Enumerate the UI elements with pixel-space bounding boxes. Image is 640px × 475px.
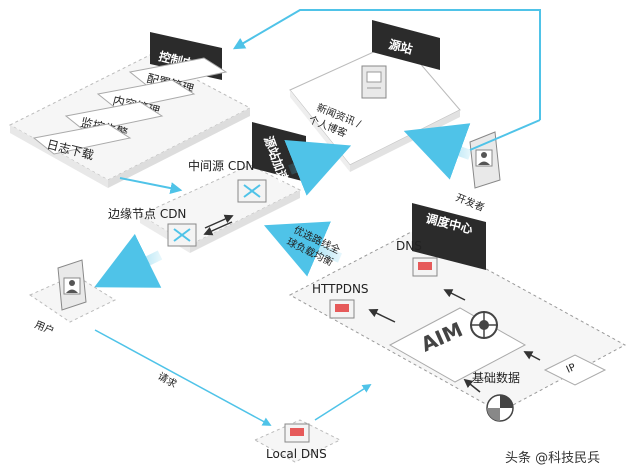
- scheduling-panel: 调度中心 DNS HTTPDNS AIM: [288, 203, 627, 422]
- user-panel: 用户: [28, 259, 117, 338]
- request-label: 请求: [156, 369, 180, 390]
- network-node-icon: [237, 179, 267, 203]
- origin-panel: 源站 新闻资讯 / 个人博客: [289, 20, 461, 172]
- developer-to-origin-arrow: [403, 123, 472, 180]
- accel-to-origin-arrow: [284, 139, 352, 196]
- origin-to-control-line: [232, 9, 541, 120]
- control-center-panel: 控制中心 配置管理 内容管理 监控告警 日志下载: [8, 32, 252, 188]
- dns-server-icon: [329, 299, 355, 319]
- control-to-accel-arrow: [119, 177, 183, 195]
- base-data-node: 基础数据: [472, 370, 520, 422]
- httpdns-label: HTTPDNS: [312, 282, 369, 296]
- pie-chart-icon: [486, 394, 514, 422]
- dns-label: DNS: [396, 239, 422, 253]
- httpdns-node: HTTPDNS: [312, 282, 369, 319]
- dns-node: DNS: [396, 239, 438, 277]
- target-icon: [470, 311, 498, 339]
- edge-cdn-label: 边缘节点 CDN: [108, 207, 186, 221]
- schedule-to-accel-arrow: [263, 221, 342, 277]
- ip-map-icon: IP: [543, 354, 607, 386]
- developer-label: 开发者: [454, 191, 487, 214]
- mid-cdn-label: 中间源 CDN: [188, 158, 254, 173]
- base-data-label: 基础数据: [472, 370, 520, 385]
- dns-server-icon: [284, 423, 310, 443]
- user-label: 用户: [33, 318, 56, 338]
- dns-server-icon: [412, 257, 438, 277]
- origin-title: 源站: [387, 36, 414, 56]
- local-dns-to-schedule-arrow: [314, 384, 372, 421]
- ip-label: IP: [565, 362, 578, 376]
- local-dns-label: Local DNS: [266, 447, 327, 461]
- developer-to-control-line: [469, 119, 541, 151]
- request-line: [94, 329, 272, 426]
- developer-node: 开发者: [454, 131, 501, 214]
- origin-accel-panel: 源站加速 中间源 CDN 边缘节点 CDN: [108, 122, 306, 253]
- accel-to-user-arrow: [94, 233, 163, 288]
- local-dns-node: Local DNS: [253, 419, 342, 463]
- server-icon: [361, 65, 387, 99]
- watermark: 头条 @科技民兵: [505, 450, 600, 466]
- network-node-icon: [167, 223, 197, 247]
